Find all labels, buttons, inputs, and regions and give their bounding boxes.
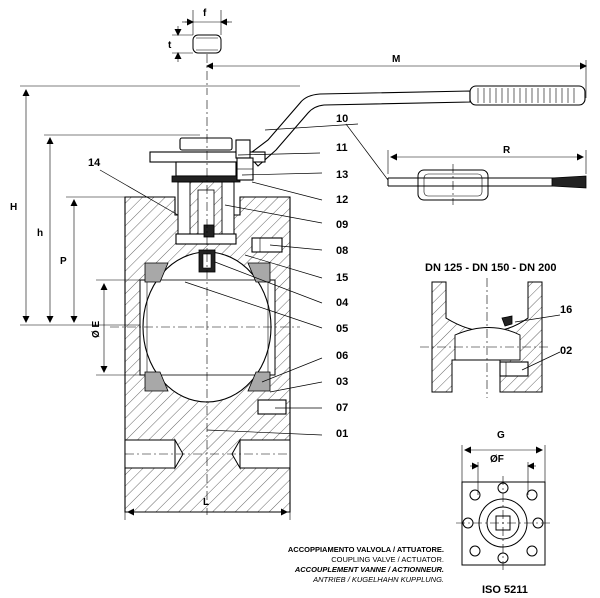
iso-flange-view: [456, 445, 551, 572]
detail-section-view: [420, 278, 561, 398]
callout-04: 04: [336, 297, 349, 309]
caption-german: ANTRIEB / KUGELHAHN KUPPLUNG.: [312, 575, 444, 584]
caption-french: ACCOUPLEMENT VANNE / ACTIONNEUR.: [294, 565, 444, 574]
dim-h-lower-label: h: [37, 228, 43, 239]
dim-m: [206, 60, 587, 98]
detail-title: DN 125 - DN 150 - DN 200: [425, 262, 556, 274]
callout-07: 07: [336, 402, 348, 414]
dim-m-label: M: [392, 54, 400, 65]
dim-f-label: f: [203, 8, 207, 19]
dim-l-label: L: [203, 497, 209, 508]
callout-01: 01: [336, 428, 348, 440]
callout-05: 05: [336, 323, 348, 335]
callout-06: 06: [336, 350, 348, 362]
dim-g-label: G: [497, 430, 505, 441]
callout-09: 09: [336, 219, 348, 231]
handle-top-view: [387, 150, 587, 205]
caption-italian: ACCOPPIAMENTO VALVOLA / ATTUATORE.: [288, 545, 444, 554]
callout-13: 13: [336, 169, 348, 181]
dim-e-label: Ø E: [91, 320, 102, 338]
callout-10: 10: [336, 113, 348, 125]
callout-16: 16: [560, 304, 572, 316]
dim-h-upper-label: H: [10, 202, 17, 213]
callout-11: 11: [336, 142, 348, 154]
callout-02: 02: [560, 345, 572, 357]
valve-body-section: [110, 100, 300, 515]
dim-p-label: P: [60, 256, 67, 267]
callout-08: 08: [336, 245, 348, 257]
callout-12: 12: [336, 194, 348, 206]
callout-15: 15: [336, 272, 348, 284]
callout-leaders: [99, 123, 389, 436]
dim-vertical-set: [20, 85, 300, 376]
callout-14: 14: [88, 157, 101, 169]
dim-f-diameter-label: ØF: [490, 454, 504, 465]
caption-english: COUPLING VALVE / ACTUATOR.: [331, 555, 444, 564]
dim-l: [124, 508, 291, 520]
stem-top-detail: [172, 10, 232, 95]
handle-lever: [44, 85, 586, 183]
callout-03: 03: [336, 376, 348, 388]
dim-r-label: R: [503, 145, 511, 156]
dim-t-label: t: [168, 40, 172, 51]
iso-standard-label: ISO 5211: [482, 584, 528, 596]
